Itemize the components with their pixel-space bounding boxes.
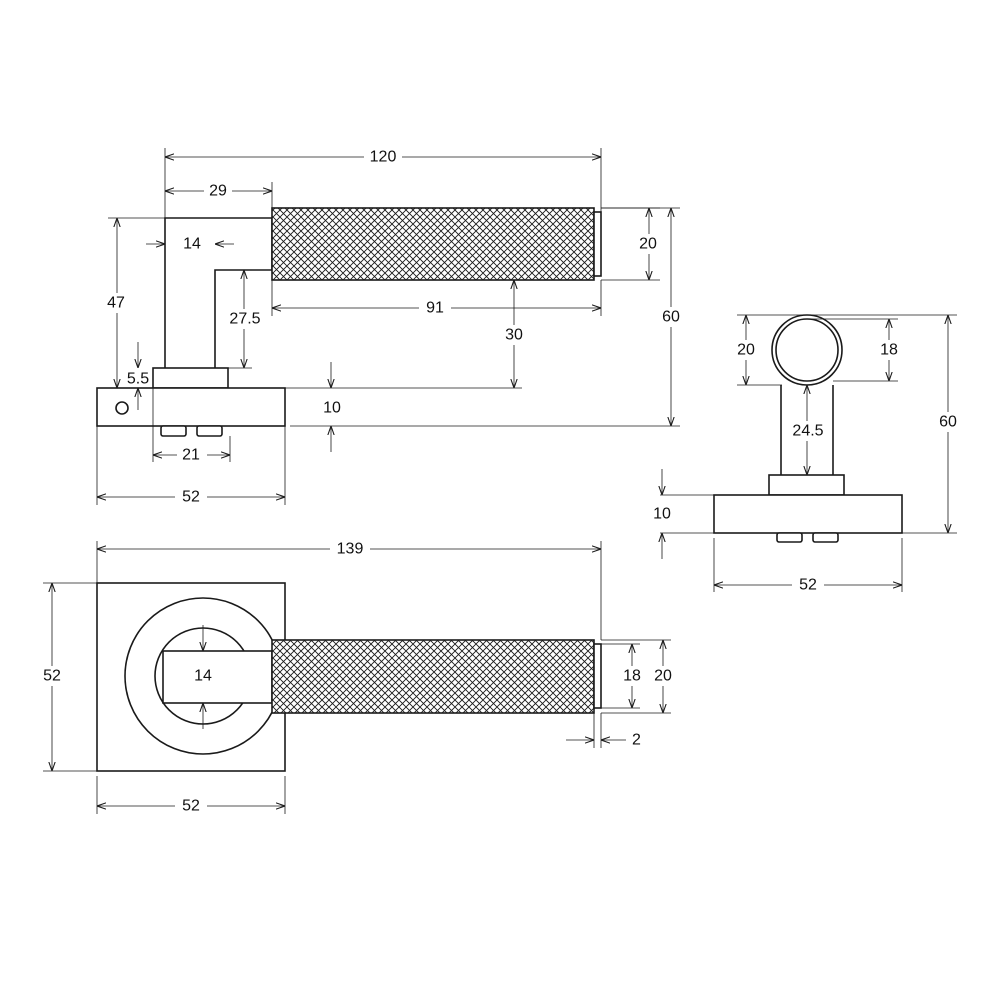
dim-side-lever-height: 47	[107, 295, 125, 312]
dim-side-spacer: 5.5	[127, 371, 149, 388]
dim-end-inner-diameter: 18	[880, 342, 898, 359]
dim-side-screw-spacing: 21	[182, 447, 200, 464]
dim-plan-grip-outer: 20	[654, 668, 672, 685]
grub-screw-icon	[115, 401, 129, 415]
dim-side-overall-length: 120	[370, 149, 397, 166]
plan-view: 139 52 52 14 18 20 2	[36, 539, 678, 816]
dim-side-overall-height: 60	[662, 309, 680, 326]
dim-side-rose-width: 52	[182, 489, 200, 506]
end-view: 20 18 24.5 60 10 52	[653, 314, 964, 595]
end-spacer-collar	[768, 474, 845, 496]
screw-head-right	[196, 425, 223, 437]
end-screw-head-right	[812, 532, 839, 543]
dim-side-grip-height: 20	[639, 236, 657, 253]
screw-head-left	[160, 425, 187, 437]
spacer-collar	[152, 367, 229, 389]
knurled-grip	[271, 207, 595, 281]
end-screw-head-left	[776, 532, 803, 543]
dim-plan-rose-width: 52	[182, 798, 200, 815]
dim-plan-end-cap: 2	[632, 732, 641, 749]
dim-side-grip-centre-height: 30	[505, 327, 523, 344]
side-view: 120 29 14 20 91 27.5 47	[96, 147, 687, 507]
dim-plan-rose-height: 52	[43, 668, 61, 685]
grip-end-cap	[593, 211, 602, 277]
dim-side-neck-width: 14	[183, 236, 201, 253]
plan-knurled-grip	[271, 639, 595, 714]
end-rose-plate	[713, 494, 903, 534]
lever-neck-outline	[164, 217, 273, 368]
plan-grip-end-cap	[593, 643, 602, 709]
dim-end-rose-thickness: 10	[653, 506, 671, 523]
dim-end-outer-diameter: 20	[737, 342, 755, 359]
grip-outer-circle	[771, 314, 843, 386]
dim-end-overall-height: 60	[939, 414, 957, 431]
dim-end-rose-width: 52	[799, 577, 817, 594]
dim-end-neck-length: 24.5	[792, 423, 823, 440]
dim-side-grip-length: 91	[426, 300, 444, 317]
dim-plan-grip-inner: 18	[623, 668, 641, 685]
rose-plate	[96, 387, 286, 427]
dim-side-rose-thickness: 10	[323, 400, 341, 417]
dim-side-neck-height: 27.5	[229, 311, 260, 328]
dim-plan-neck-width: 14	[194, 668, 212, 685]
dim-plan-overall-length: 139	[337, 541, 364, 558]
dim-side-rose-to-bend: 29	[209, 183, 227, 200]
